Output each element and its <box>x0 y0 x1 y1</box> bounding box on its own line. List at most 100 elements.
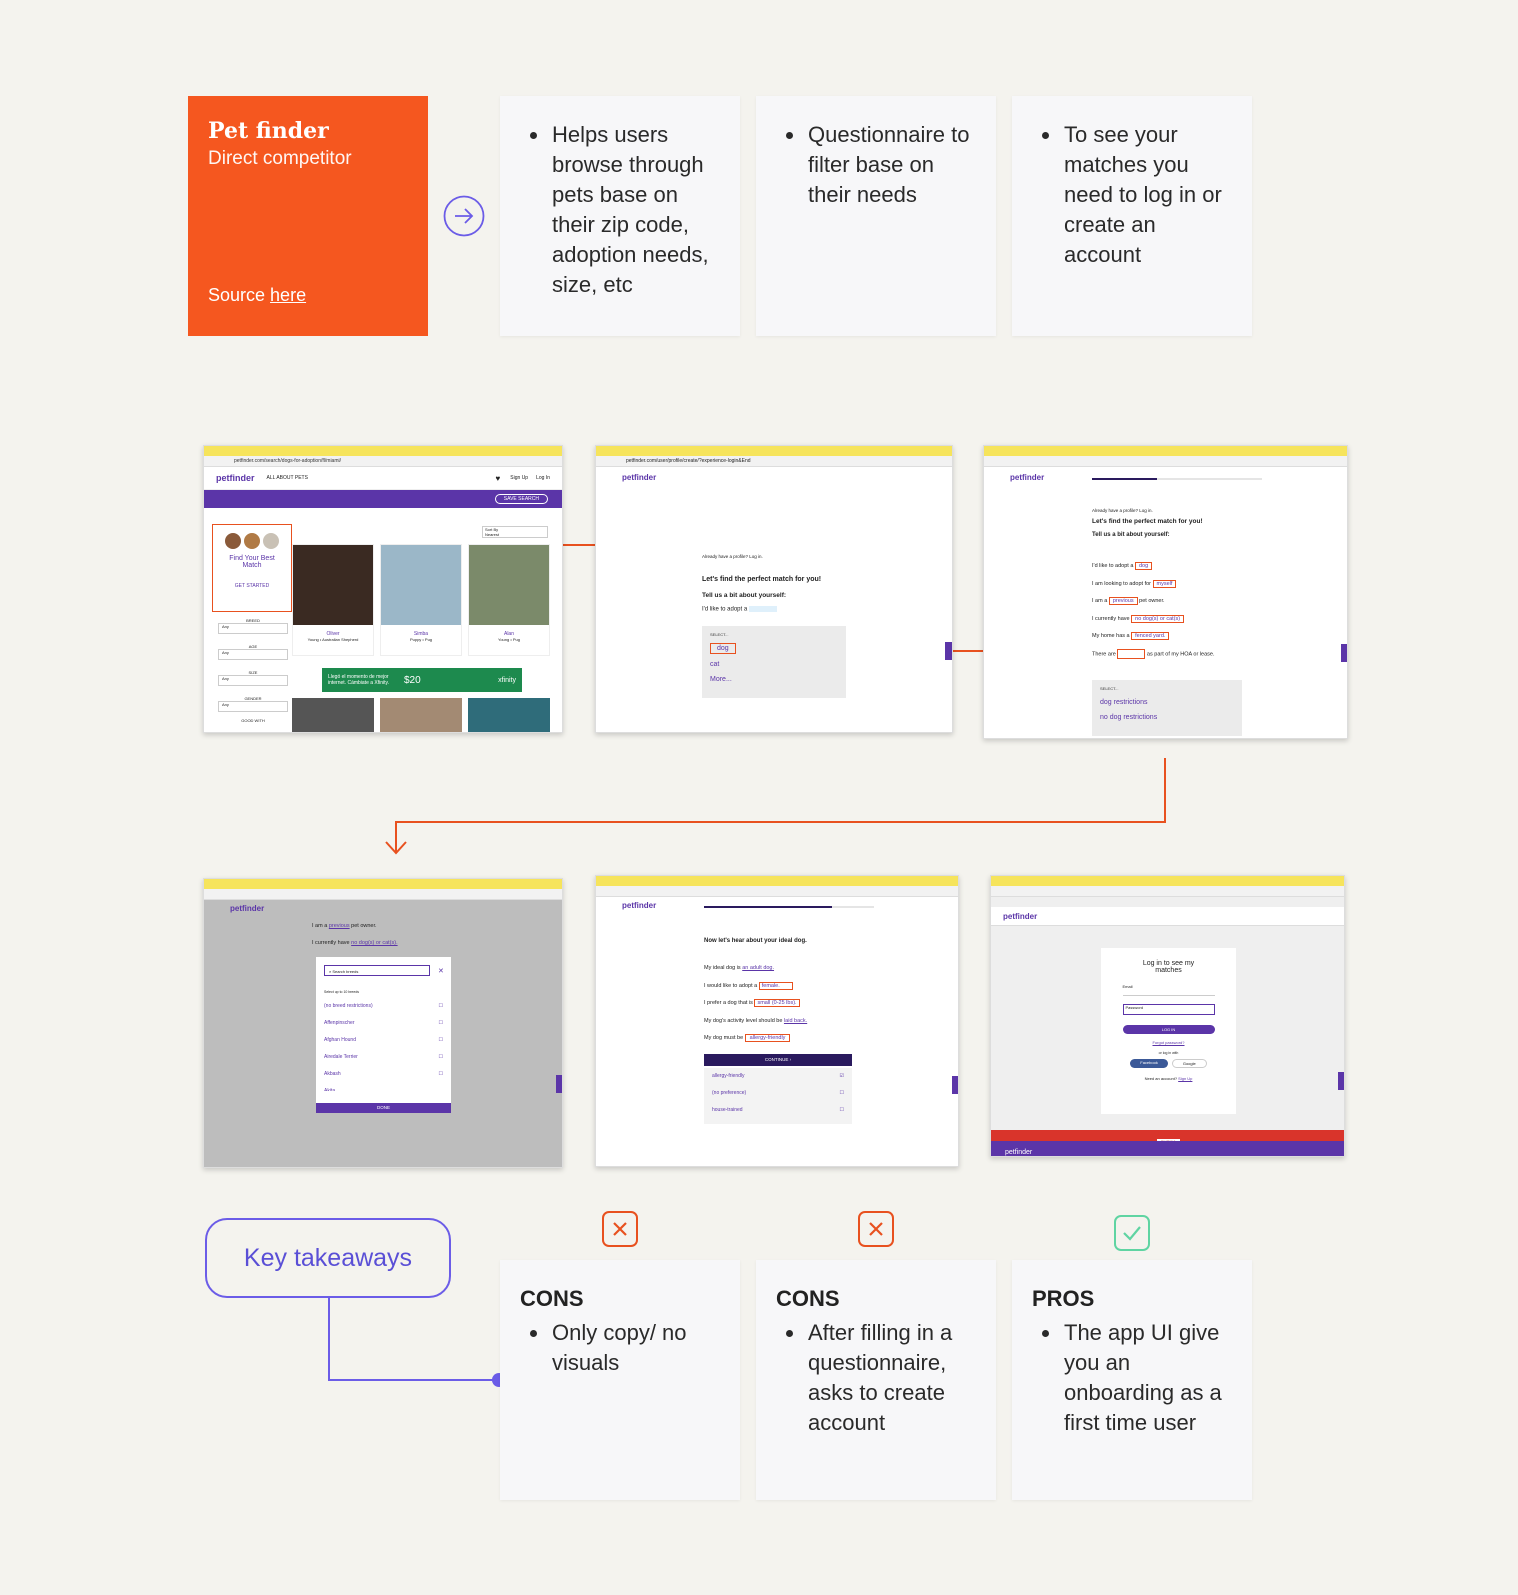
answer-value[interactable]: small (0-25 lbs). <box>754 999 800 1007</box>
option-no-dog-restrictions[interactable]: no dog restrictions <box>1100 714 1158 721</box>
option-row[interactable]: allergy-friendly ☑ <box>712 1068 844 1085</box>
sort-value: Nearest <box>485 532 500 537</box>
option-label: allergy-friendly <box>712 1073 745 1079</box>
match-title: Find Your Best Match <box>229 555 275 569</box>
checkbox-icon[interactable]: ☐ <box>438 1054 443 1060</box>
answer-value[interactable]: previous <box>1108 597 1138 605</box>
breed-list: (no breed restrictions)☐ Affenpinscher☐ … <box>324 998 443 1091</box>
pet-card[interactable]: Alan Young • Pug <box>468 544 550 656</box>
match-card[interactable]: Find Your Best Match GET STARTED <box>212 524 292 612</box>
need-account-text: Need an account? <box>1144 1076 1178 1081</box>
option-dog[interactable]: dog <box>710 643 736 654</box>
ad-banner[interactable]: Llegó el momento de mejor internet. Cámb… <box>322 668 522 692</box>
option-cat[interactable]: cat <box>710 661 720 668</box>
breed-option[interactable]: Afghan Hound☐ <box>324 1032 443 1049</box>
answer-blank[interactable] <box>748 606 777 612</box>
feedback-tab[interactable] <box>945 642 952 660</box>
card-text: Only copy/ no visuals <box>550 1318 720 1378</box>
feedback-tab[interactable] <box>952 1076 958 1094</box>
answer-value[interactable]: allergy-friendly <box>744 1034 791 1042</box>
checkbox-icon[interactable]: ☐ <box>438 1003 443 1009</box>
answer-value[interactable]: fenced yard. <box>1131 632 1170 640</box>
close-icon[interactable]: ✕ <box>438 968 444 975</box>
question-heading: Let's find the perfect match for you! <box>702 576 822 583</box>
signup-link[interactable]: Sign Up <box>510 475 529 481</box>
site-logo: petfinder <box>622 473 657 482</box>
breed-option[interactable]: Affenpinscher☐ <box>324 1015 443 1032</box>
email-placeholder: Email <box>1122 984 1133 989</box>
question-text: I'd like to adopt a <box>702 606 748 613</box>
progress-bar <box>1092 478 1262 480</box>
pet-card[interactable]: Oliver Young • Australian Shepherd <box>292 544 374 656</box>
line-text: I am a <box>1092 598 1108 604</box>
source-link[interactable]: here <box>270 285 307 305</box>
option-row[interactable]: (no preference)☐ <box>712 1085 844 1102</box>
breed-option[interactable]: Airedale Terrier☐ <box>324 1049 443 1066</box>
x-icon <box>858 1211 894 1247</box>
login-link[interactable]: Log In <box>536 475 550 481</box>
option-more[interactable]: More... <box>710 676 732 683</box>
checkbox-icon[interactable]: ☐ <box>839 1090 844 1096</box>
save-search-button[interactable]: SAVE SEARCH <box>494 494 548 504</box>
answer-value[interactable]: female. <box>758 981 793 990</box>
breed-option[interactable]: (no breed restrictions)☐ <box>324 998 443 1015</box>
feature-text: Questionnaire to filter base on their ne… <box>806 120 976 210</box>
url-text: petfinder.com/search/dogs-for-adoption/f… <box>234 458 341 464</box>
pet-card[interactable]: Simba Puppy • Pug <box>380 544 462 656</box>
answer-value[interactable]: an adult dog. <box>742 965 775 971</box>
sort-select[interactable]: Sort By Nearest <box>482 526 548 538</box>
breed-option[interactable]: Akbash☐ <box>324 1066 443 1083</box>
forgot-password-link[interactable]: Forgot password? <box>1152 1040 1185 1045</box>
card-kind: CONS <box>776 1286 840 1311</box>
continue-button[interactable]: CONTINUE › <box>704 1054 852 1066</box>
checkbox-icon[interactable]: ☐ <box>839 1107 844 1113</box>
password-field[interactable]: Password <box>1122 1004 1215 1015</box>
filter-select[interactable]: Any <box>218 701 288 712</box>
screenshot-login: petfinder Log in to see my matches Email… <box>990 875 1345 1157</box>
site-logo: petfinder <box>1003 911 1038 921</box>
answer-blank[interactable] <box>1117 648 1146 659</box>
checkbox-icon[interactable]: ☐ <box>438 1071 443 1077</box>
filter-select[interactable]: Any <box>218 675 288 686</box>
facebook-button[interactable]: Facebook <box>1130 1059 1168 1068</box>
answer-value[interactable]: laid back. <box>783 1017 808 1024</box>
answer-value[interactable]: no dog(s) or cat(s). <box>351 940 398 946</box>
card-kind: CONS <box>520 1286 584 1311</box>
breed-option[interactable]: Akita <box>324 1083 443 1091</box>
pet-desc: Young • Pug <box>498 637 520 642</box>
done-button[interactable]: DONE <box>316 1103 451 1113</box>
nav-all-about-pets[interactable]: ALL ABOUT PETS <box>266 475 308 481</box>
filter-select[interactable]: Any <box>218 623 288 634</box>
google-button[interactable]: Google <box>1171 1059 1207 1068</box>
checkbox-icon[interactable]: ☐ <box>438 1020 443 1026</box>
search-placeholder: Search breeds <box>332 969 359 974</box>
browser-urlbar <box>991 886 1344 897</box>
feedback-tab[interactable] <box>1338 1072 1344 1090</box>
answer-value[interactable]: previous <box>328 923 350 929</box>
login-button[interactable]: LOG IN <box>1122 1025 1215 1034</box>
answer-line: I'd like to adopt a dog <box>1092 558 1252 576</box>
key-takeaways-pill: Key takeaways <box>205 1218 451 1298</box>
option-row[interactable]: house-trained☐ <box>712 1102 844 1119</box>
option-dog-restrictions[interactable]: dog restrictions <box>1100 699 1148 706</box>
filter-select[interactable]: Any <box>218 649 288 660</box>
answer-line: I currently have no dog(s) or cat(s). <box>312 940 398 946</box>
answer-value[interactable]: dog <box>1134 562 1153 570</box>
checkbox-icon[interactable]: ☐ <box>438 1037 443 1043</box>
answer-value[interactable]: no dog(s) or cat(s) <box>1131 614 1185 623</box>
line-text: I'd like to adopt a <box>1092 563 1134 569</box>
sponsor-bar: PURINA <box>991 1130 1344 1144</box>
card-text: After filling in a questionnaire, asks t… <box>806 1318 976 1438</box>
get-started-button[interactable]: GET STARTED <box>234 583 270 589</box>
checkbox-checked-icon[interactable]: ☑ <box>839 1073 844 1079</box>
site-header: petfinder <box>991 907 1344 926</box>
signup-link[interactable]: Sign Up <box>1178 1076 1193 1081</box>
password-placeholder: Password <box>1125 1005 1144 1010</box>
feedback-tab[interactable] <box>556 1075 562 1093</box>
breed-search-input[interactable]: ⌕ Search breeds <box>324 965 430 976</box>
email-field[interactable]: Email <box>1122 984 1215 996</box>
feedback-tab[interactable] <box>1341 644 1347 662</box>
answer-value[interactable]: myself <box>1152 579 1177 588</box>
heart-icon[interactable]: ♥ <box>495 473 501 483</box>
already-text: Already have a profile? Log in. <box>702 554 763 559</box>
